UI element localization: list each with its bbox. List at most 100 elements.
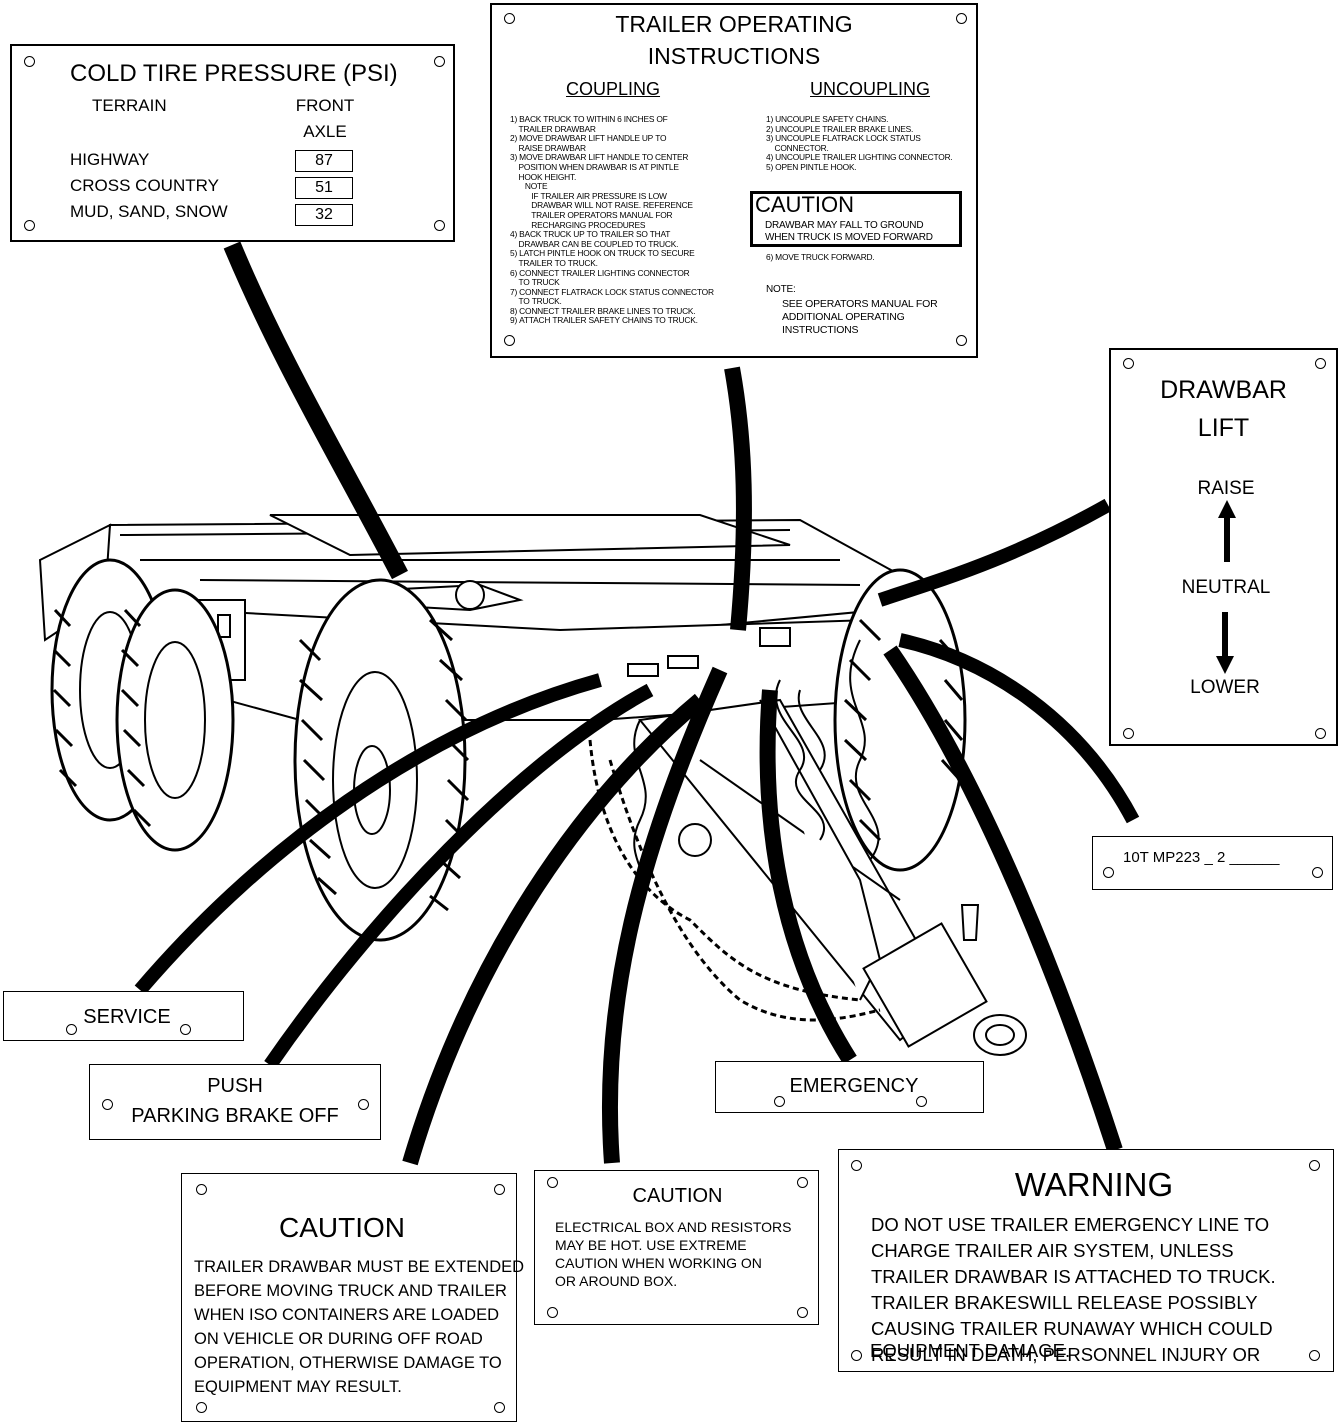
warning-line: CHARGE TRAILER AIR SYSTEM, UNLESS: [871, 1240, 1234, 1261]
mounting-hole: [66, 1024, 77, 1035]
caution-box-title: CAUTION: [755, 192, 854, 217]
coupling-heading: COUPLING: [566, 79, 661, 99]
mounting-hole: [797, 1307, 808, 1318]
lower-label: LOWER: [1190, 677, 1260, 698]
operating-title-line1: TRAILER OPERATING: [615, 11, 853, 37]
part-id-text: 10T MP223 _ 2 ______: [1123, 849, 1280, 866]
mounting-hole: [956, 335, 967, 346]
mounting-hole: [102, 1099, 113, 1110]
move-truck-step: 6) MOVE TRUCK FORWARD.: [766, 252, 875, 262]
coupling-step-line: TRAILER OPERATORS MANUAL FOR: [510, 209, 673, 220]
emergency-text: EMERGENCY: [789, 1075, 919, 1097]
uncoupling-step-line: 3) UNCOUPLE FLATRACK LOCK STATUS: [766, 133, 921, 144]
warning-line: TRAILER BRAKESWILL RELEASE POSSIBLY: [871, 1292, 1258, 1313]
caution-drawbar-line: WHEN ISO CONTAINERS ARE LOADED: [194, 1306, 499, 1324]
coupling-step-line: DRAWBAR WILL NOT RAISE. REFERENCE: [510, 200, 693, 211]
caution-box-line2: WHEN TRUCK IS MOVED FORWARD: [765, 232, 933, 243]
note-line3: INSTRUCTIONS: [782, 324, 859, 336]
mounting-hole: [916, 1096, 927, 1107]
mounting-hole: [504, 13, 515, 24]
coupling-step-line: TRAILER TO TRUCK.: [510, 257, 598, 268]
warning-plate: WARNING DO NOT USE TRAILER EMERGENCY LIN…: [838, 1149, 1334, 1372]
coupling-step-line: NOTE: [510, 181, 548, 192]
uncoupling-heading: UNCOUPLING: [810, 79, 931, 99]
coupling-step-line: 5) LATCH PINTLE HOOK ON TRUCK TO SECURE: [510, 248, 695, 259]
coupling-step-line: HOOK HEIGHT.: [510, 171, 577, 182]
service-plate: SERVICE: [3, 991, 244, 1041]
mounting-hole: [24, 220, 35, 231]
mounting-hole: [1309, 1350, 1320, 1361]
caution-electrical-line: CAUTION WHEN WORKING ON: [555, 1255, 762, 1271]
parking-brake-plate: PUSH PARKING BRAKE OFF: [89, 1064, 381, 1140]
mounting-hole: [1123, 358, 1134, 369]
caution-electrical-line: MAY BE HOT. USE EXTREME: [555, 1237, 747, 1253]
mounting-hole: [434, 56, 445, 67]
psi-cross-country: 51: [295, 177, 353, 199]
coupling-step-line: POSITION WHEN DRAWBAR IS AT PINTLE: [510, 161, 679, 172]
raise-label: RAISE: [1197, 478, 1255, 499]
neutral-label: NEUTRAL: [1181, 577, 1271, 598]
trailer-wheels: [50, 558, 967, 942]
mounting-hole: [547, 1307, 558, 1318]
caution-electrical-line: ELECTRICAL BOX AND RESISTORS: [555, 1219, 792, 1235]
mounting-hole: [1312, 867, 1323, 878]
coupling-step-line: 3) MOVE DRAWBAR LIFT HANDLE TO CENTER: [510, 152, 689, 163]
terrain-cross-country: CROSS COUNTRY: [70, 176, 219, 195]
caution-box-line1: DRAWBAR MAY FALL TO GROUND: [765, 220, 924, 231]
mounting-hole: [547, 1177, 558, 1188]
note-line2: ADDITIONAL OPERATING: [782, 311, 905, 323]
uncoupling-step-line: 2) UNCOUPLE TRAILER BRAKE LINES.: [766, 123, 914, 134]
psi-mud-sand-snow: 32: [295, 204, 353, 226]
mounting-hole: [24, 56, 35, 67]
terrain-mud-sand-snow: MUD, SAND, SNOW: [70, 202, 228, 221]
coupling-steps: 1) BACK TRUCK TO WITHIN 6 INCHES OF TRAI…: [510, 114, 714, 326]
mounting-hole: [196, 1184, 207, 1195]
part-id-plate: 10T MP223 _ 2 ______: [1092, 836, 1333, 890]
caution-drawbar-title: CAUTION: [279, 1212, 405, 1243]
caution-box: CAUTION DRAWBAR MAY FALL TO GROUND WHEN …: [750, 191, 962, 247]
caution-drawbar-plate: CAUTION TRAILER DRAWBAR MUST BE EXTENDED…: [181, 1173, 524, 1422]
warning-line-last: EQUIPMENT DAMAGE.: [870, 1340, 1071, 1361]
uncoupling-step-line: 4) UNCOUPLE TRAILER LIGHTING CONNECTOR.: [766, 152, 953, 163]
parking-line2: PARKING BRAKE OFF: [131, 1105, 339, 1127]
coupling-step-line: TO TRUCK: [510, 277, 560, 288]
leader-lines: [134, 241, 1140, 1166]
arrow-down-icon: [1216, 612, 1234, 674]
uncoupling-step-line: 5) OPEN PINTLE HOOK.: [766, 161, 857, 172]
mounting-hole: [494, 1402, 505, 1413]
coupling-step-line: RAISE DRAWBAR: [510, 142, 587, 153]
terrain-highway: HIGHWAY: [70, 150, 150, 169]
psi-highway: 87: [295, 150, 353, 172]
mounting-hole: [1123, 728, 1134, 739]
emergency-plate: EMERGENCY: [715, 1061, 984, 1113]
warning-line: DO NOT USE TRAILER EMERGENCY LINE TO: [871, 1214, 1270, 1235]
mounting-hole: [851, 1350, 862, 1361]
coupling-step-line: 6) CONNECT TRAILER LIGHTING CONNECTOR: [510, 267, 690, 278]
mounting-hole: [358, 1099, 369, 1110]
warning-title: WARNING: [1014, 1166, 1174, 1203]
tire-plate-title: COLD TIRE PRESSURE (PSI): [70, 60, 398, 87]
coupling-step-line: DRAWBAR CAN BE COUPLED TO TRUCK.: [510, 238, 679, 249]
drawbar-lift-plate: DRAWBAR LIFT RAISE NEUTRAL LOWER: [1109, 348, 1338, 746]
drawbar-assembly: [638, 698, 1027, 1056]
terrain-header: TERRAIN: [92, 96, 167, 115]
front-header: FRONT: [295, 96, 355, 115]
coupling-step-line: TO TRUCK.: [510, 296, 562, 307]
mounting-hole: [1309, 1160, 1320, 1171]
warning-line: CAUSING TRAILER RUNAWAY WHICH COULD: [871, 1318, 1273, 1339]
service-text: SERVICE: [83, 1006, 171, 1028]
caution-drawbar-line: OPERATION, OTHERWISE DAMAGE TO: [194, 1354, 502, 1372]
warning-line: RESULT IN DEATH, PERSONNEL INJURY OR: [871, 1344, 1261, 1365]
mounting-hole: [504, 335, 515, 346]
coupling-step-line: IF TRAILER AIR PRESSURE IS LOW: [510, 190, 667, 201]
caution-drawbar-line: EQUIPMENT MAY RESULT.: [194, 1378, 402, 1396]
mounting-hole: [774, 1096, 785, 1107]
caution-electrical-plate: CAUTION ELECTRICAL BOX AND RESISTORS MAY…: [534, 1170, 819, 1325]
uncoupling-step-line: CONNECTOR.: [766, 142, 829, 153]
operating-instructions-plate: TRAILER OPERATING INSTRUCTIONS COUPLING …: [490, 3, 978, 358]
mounting-hole: [196, 1402, 207, 1413]
axle-header: AXLE: [303, 122, 347, 141]
mounting-hole: [797, 1177, 808, 1188]
coupling-step-line: 9) ATTACH TRAILER SAFETY CHAINS TO TRUCK…: [510, 315, 698, 326]
